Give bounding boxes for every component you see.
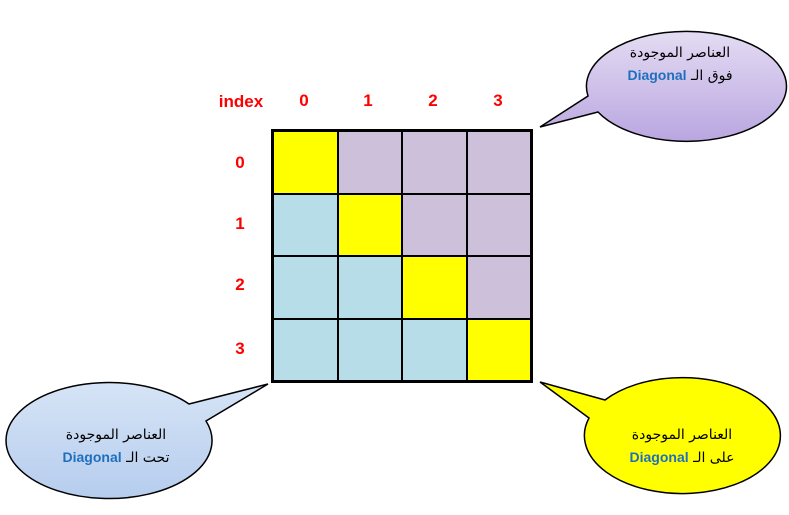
bubble-on-text: العناصر الموجودة على الـ Diagonal — [602, 424, 762, 469]
bubble-above-line1: العناصر الموجودة — [629, 45, 731, 61]
column-index-3: 3 — [493, 91, 503, 110]
matrix-cell-2-2 — [403, 257, 466, 318]
bubble-on-line1: العناصر الموجودة — [631, 427, 733, 443]
bubble-below-diagonal-word: Diagonal — [62, 449, 122, 465]
bubble-below-line1: العناصر الموجودة — [65, 427, 167, 443]
matrix-cell-3-0 — [274, 319, 337, 380]
bubble-above-line2: فوق الـ Diagonal — [600, 64, 760, 87]
column-index-1: 1 — [363, 91, 373, 110]
row-index-3: 3 — [235, 339, 245, 358]
bubble-below-line2: تحت الـ Diagonal — [36, 446, 196, 469]
bubble-on-prefix: على الـ — [693, 450, 735, 466]
matrix-cell-3-1 — [338, 319, 401, 380]
bubble-below — [5, 381, 269, 500]
bubble-below-prefix: تحت الـ — [126, 450, 170, 466]
matrix-cell-1-3 — [467, 194, 530, 255]
bubble-above-prefix: فوق الـ — [691, 68, 733, 84]
index-label: index — [218, 92, 264, 111]
matrix-cell-1-0 — [274, 194, 337, 255]
bubble-above-text: العناصر الموجودة فوق الـ Diagonal — [600, 42, 760, 87]
matrix-grid — [271, 129, 533, 383]
matrix-cell-3-3 — [467, 319, 530, 380]
bubble-on-diagonal — [539, 376, 782, 495]
row-index-1: 1 — [235, 214, 245, 233]
bubble-above-diagonal-word: Diagonal — [627, 67, 687, 83]
matrix-cell-2-0 — [274, 257, 337, 318]
bubble-below-text: العناصر الموجودة تحت الـ Diagonal — [36, 424, 196, 469]
bubble-on-diagonal-word: Diagonal — [629, 449, 689, 465]
matrix-cell-1-1 — [338, 194, 401, 255]
matrix-cell-0-2 — [403, 132, 466, 193]
bubble-above — [539, 30, 788, 143]
matrix-cell-3-2 — [403, 319, 466, 380]
matrix-cell-2-1 — [338, 257, 401, 318]
column-index-2: 2 — [428, 91, 438, 110]
matrix-cell-0-3 — [467, 132, 530, 193]
row-index-2: 2 — [235, 275, 245, 294]
bubble-on-line2: على الـ Diagonal — [602, 446, 762, 469]
matrix-cell-0-0 — [274, 132, 337, 193]
matrix-cell-0-1 — [338, 132, 401, 193]
matrix-cell-1-2 — [403, 194, 466, 255]
column-index-0: 0 — [299, 91, 309, 110]
row-index-0: 0 — [235, 153, 245, 172]
matrix-cell-2-3 — [467, 257, 530, 318]
